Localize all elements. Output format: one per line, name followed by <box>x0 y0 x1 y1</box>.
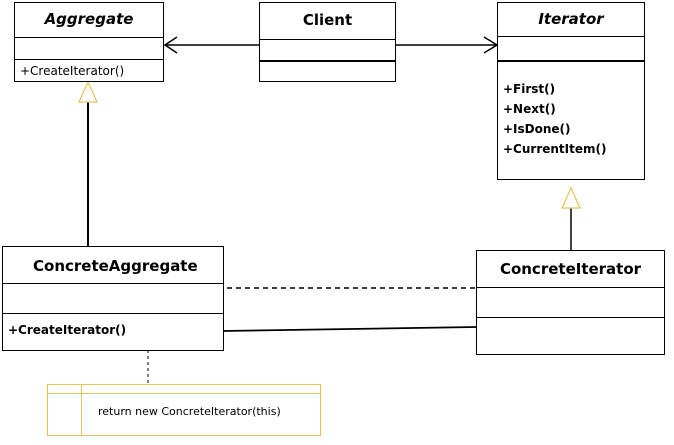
client-class-box[interactable]: Client <box>259 2 396 82</box>
client-operations-divider <box>260 60 395 62</box>
concrete-aggregate-operations-divider <box>3 313 223 314</box>
concrete-iterator-class-name: ConcreteIterator <box>499 260 642 278</box>
concrete-iterator-attributes-divider <box>477 287 664 288</box>
concrete-iterator-operations-divider <box>477 317 664 318</box>
note-text: return new ConcreteIterator(this) <box>98 405 281 418</box>
aggregate-class-name: Aggregate <box>44 10 134 28</box>
aggregate-class-box[interactable]: Aggregate +CreateIterator() <box>14 2 164 82</box>
iterator-operation-first: +First() <box>503 82 556 96</box>
concrete-aggregate-attributes-divider <box>3 283 223 284</box>
iterator-operation-currentitem: +CurrentItem() <box>503 142 607 156</box>
iterator-attributes-divider <box>498 36 644 37</box>
iterator-generalization-triangle <box>561 186 581 209</box>
concrete-aggregate-operation: +CreateIterator() <box>8 323 127 337</box>
note-left-strip <box>81 385 82 435</box>
iterator-class-box[interactable]: Iterator +First() +Next() +IsDone() +Cur… <box>497 2 645 180</box>
iterator-operation-next: +Next() <box>503 102 556 116</box>
iterator-class-name: Iterator <box>538 10 604 28</box>
concrete-iterator-class-box[interactable]: ConcreteIterator <box>476 250 665 355</box>
iterator-operations-divider <box>498 60 644 62</box>
aggregate-operation: +CreateIterator() <box>20 64 125 78</box>
iterator-operation-isdone: +IsDone() <box>503 122 571 136</box>
client-attributes-divider <box>260 39 395 40</box>
client-class-name: Client <box>302 11 353 29</box>
aggregate-generalization-triangle <box>78 80 98 103</box>
aggregate-attributes-divider <box>15 37 163 38</box>
aggregate-operations-divider <box>15 59 163 60</box>
concrete-aggregate-class-box[interactable]: ConcreteAggregate +CreateIterator() <box>2 246 224 351</box>
concrete-association-line <box>222 326 477 332</box>
concrete-aggregate-class-name: ConcreteAggregate <box>33 257 198 275</box>
code-note: return new ConcreteIterator(this) <box>47 384 321 436</box>
note-top-strip <box>48 393 320 394</box>
aggregate-arrowhead <box>163 36 178 54</box>
